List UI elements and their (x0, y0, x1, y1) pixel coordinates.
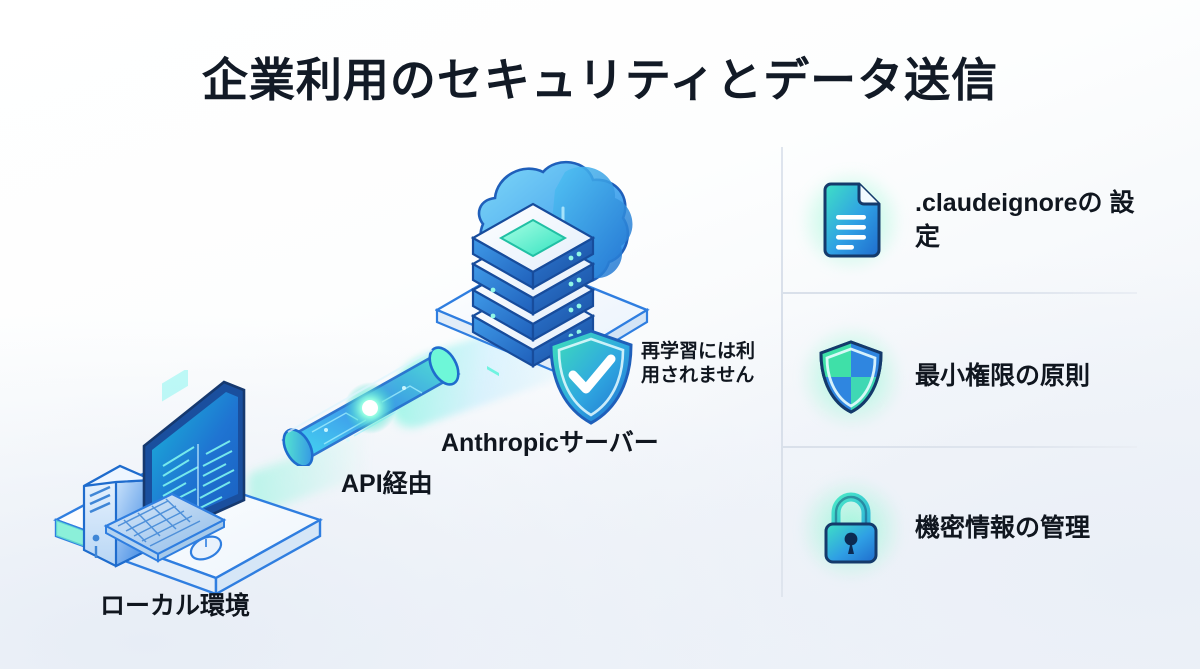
label-no-retraining: 再学習には利 用されません (641, 341, 756, 387)
panel-separator-2 (781, 446, 1137, 448)
data-tunnel-icon (281, 346, 461, 466)
shield-quarters-icon (815, 336, 887, 418)
document-icon (815, 180, 887, 262)
panel-item-label: 機密情報の管理 (915, 514, 1091, 543)
label-anthropic-server: Anthropicサーバー (441, 429, 659, 457)
panel-item-label: 最小権限の原則 (915, 362, 1091, 391)
panel-vertical-divider (781, 147, 783, 597)
desktop-computer-icon (53, 370, 323, 595)
panel-item-label: .claudeignoreの 設定 (915, 189, 1135, 251)
panel-item-least-privilege[interactable]: 最小権限の原則 (815, 336, 1090, 418)
architecture-diagram: ローカル環境 API経由 Anthropicサーバー 再学習には利 用されません (53, 160, 756, 620)
panel-item-claudeignore[interactable]: .claudeignoreの 設定 (815, 180, 1145, 262)
shield-check-icon (549, 329, 633, 425)
cloud-server-stack-icon (435, 160, 650, 377)
padlock-icon (815, 488, 887, 570)
page-title: 企業利用のセキュリティとデータ送信 (201, 54, 999, 106)
panel-separator-1 (781, 292, 1137, 294)
panel-item-secret-management[interactable]: 機密情報の管理 (815, 488, 1090, 570)
label-api-route: API経由 (341, 470, 433, 498)
label-local-environment: ローカル環境 (100, 592, 251, 620)
